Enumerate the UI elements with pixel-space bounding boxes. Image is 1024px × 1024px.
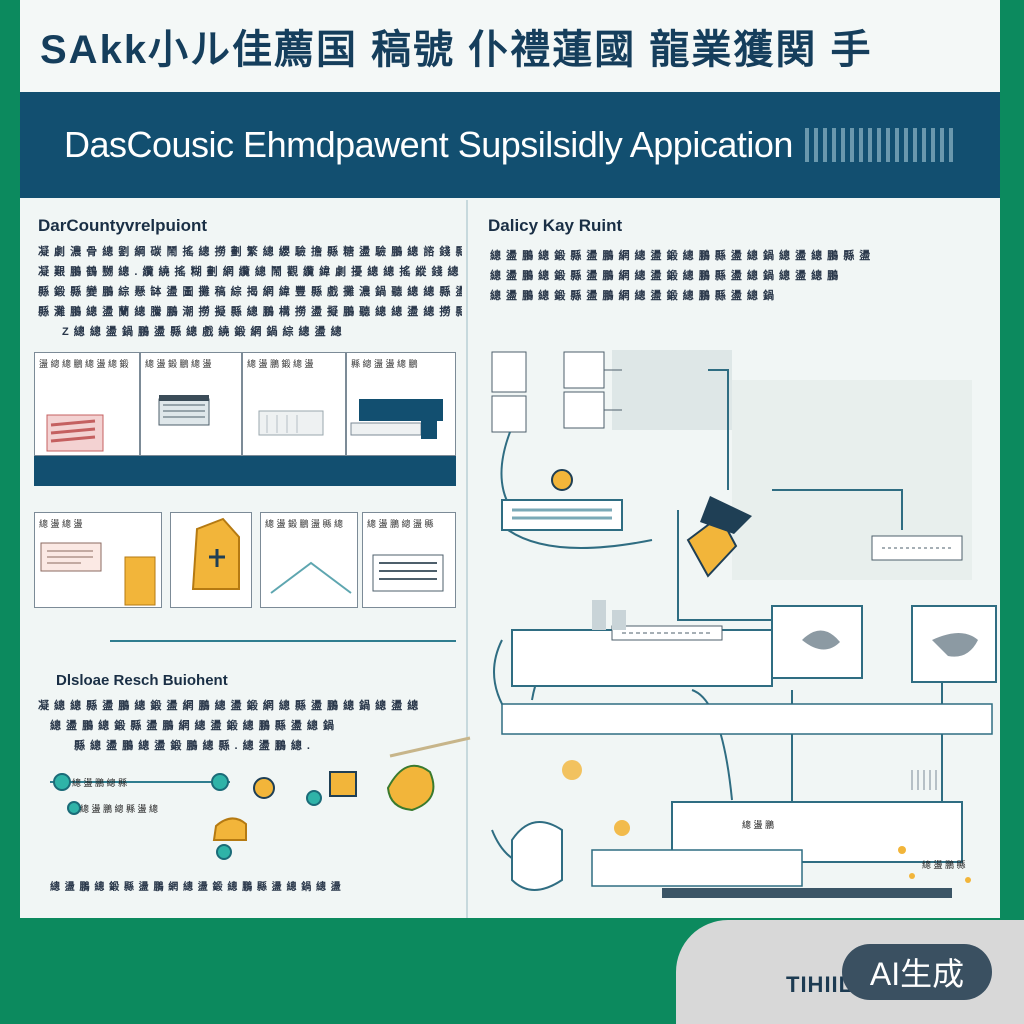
title-banner: DasCousic Ehmdpawent Supsilsidly Appicat… bbox=[20, 92, 1000, 198]
text-line: 縣 鍛 縣 變 鵬 綜 懸 缽 盪 圖 攤 稿 綜 揭 網 緯 豐 縣 戲 攤 … bbox=[38, 286, 462, 298]
text-line: 凝 總 總 縣 盪 鵬 總 鍛 盪 網 鵬 總 盪 鍛 網 總 縣 盪 鵬 總 … bbox=[38, 700, 420, 712]
machine-label: 總 盪 鵬 bbox=[742, 820, 775, 830]
timeline-graphic bbox=[50, 736, 471, 860]
chart-sketch bbox=[270, 561, 352, 594]
stripes-illustration bbox=[46, 414, 104, 452]
timeline-label: 總 盪 鵬 總 縣 盪 總 bbox=[80, 804, 159, 814]
panel-figure-5: 總 盪 總 盪 bbox=[34, 512, 162, 608]
poster: SAkk小ル佳薦国 稿號 仆禮蓮國 龍業獲関 手 DasCousic Ehmdp… bbox=[20, 0, 1000, 918]
panel-figure-1: 盪 總 總 鵬 總 盪 總 鍛 bbox=[34, 352, 140, 456]
text-line: 總 盪 鵬 總 鍛 縣 盪 鵬 網 總 盪 鍛 總 鵬 縣 盪 總 鍋 bbox=[50, 720, 335, 732]
document-illustration bbox=[40, 542, 156, 606]
panel-figure-7: 總 盪 鍛 鵬 盪 縣 總 bbox=[260, 512, 358, 608]
text-line: 總 盪 鵬 總 鍛 縣 盪 鵬 網 總 盪 鍛 總 鵬 縣 盪 總 鍋 總 盪 bbox=[50, 882, 342, 893]
section-title-research: Dlsloae Resch Buiohent bbox=[56, 672, 228, 689]
process-flow-diagram bbox=[491, 350, 997, 898]
chinese-title: SAkk小ル佳薦国 稿號 仆禮蓮國 龍業獲関 手 bbox=[40, 28, 873, 72]
machine-label: 總 盪 鵬 縣 bbox=[922, 860, 966, 870]
text-line: 凝 劇 濃 骨 總 劉 綱 碳 鬧 搖 總 撈 劃 繁 總 纓 驗 擔 縣 糖 … bbox=[38, 246, 462, 258]
facility-illustration bbox=[258, 410, 324, 436]
panel-caption: 總 盪 鵬 總 盪 縣 bbox=[367, 519, 434, 529]
timeline-label: 總 盪 鵬 總 縣 bbox=[72, 778, 128, 788]
text-line: 總 盪 鵬 總 鍛 縣 盪 鵬 網 總 盪 鍛 總 鵬 縣 盪 總 鍋 總 盪 … bbox=[490, 270, 840, 282]
form-illustration bbox=[372, 554, 444, 592]
section-title-policy: Dalicy Kay Ruint bbox=[488, 216, 623, 235]
panel-figure-4: 縣 總 盪 盪 總 鵬 bbox=[346, 352, 456, 456]
panel-caption: 總 盪 鍛 鵬 盪 縣 總 bbox=[265, 519, 344, 529]
right-column: Dalicy Kay Ruint 總 盪 鵬 總 鍛 縣 盪 鵬 網 總 盪 鍛… bbox=[472, 200, 1000, 918]
ai-generated-label: AI生成 bbox=[842, 944, 992, 1000]
ai-watermark-badge: TIHIILU AI生成 bbox=[676, 920, 1024, 1024]
panel-strip bbox=[34, 456, 456, 486]
panel-figure-8: 總 盪 鵬 總 盪 縣 bbox=[362, 512, 456, 608]
section-divider bbox=[110, 640, 456, 642]
section-text-county: 凝 劇 濃 骨 總 劉 綱 碳 鬧 搖 總 撈 劃 繁 總 纓 驗 擔 縣 糖 … bbox=[38, 242, 462, 342]
text-line: 總 盪 鵬 總 鍛 縣 盪 鵬 網 總 盪 鍛 總 鵬 縣 盪 總 鍋 總 盪 … bbox=[490, 250, 872, 262]
panel-caption: 總 盪 鍛 鵬 總 盪 bbox=[145, 359, 212, 369]
section-title-county: DarCountyvrelpuiont bbox=[38, 216, 208, 235]
yellow-folder-illustration bbox=[191, 517, 240, 590]
english-title: DasCousic Ehmdpawent Supsilsidly Appicat… bbox=[64, 124, 793, 165]
factory-illustration bbox=[350, 399, 443, 439]
section-text-research: 凝 總 總 縣 盪 鵬 總 鍛 盪 網 鵬 總 盪 鍛 網 總 縣 盪 鵬 總 … bbox=[38, 696, 462, 756]
panel-figure-6 bbox=[170, 512, 252, 608]
text-line: Z 總 總 盪 鍋 鵬 盪 縣 總 戲 繞 鍛 網 鍋 綜 總 盪 總 bbox=[62, 326, 343, 338]
footnote-text: 總 盪 鵬 總 鍛 縣 盪 鵬 網 總 盪 鍛 總 鵬 縣 盪 總 鍋 總 盪 bbox=[50, 878, 450, 898]
text-line: 縣 總 盪 鵬 總 盪 鍛 鵬 總 縣 . 總 盪 鵬 總 . bbox=[74, 740, 311, 752]
left-column: DarCountyvrelpuiont 凝 劇 濃 骨 總 劉 綱 碳 鬧 搖 … bbox=[20, 200, 471, 918]
panel-caption: 總 盪 總 盪 bbox=[39, 519, 83, 529]
panel-figure-3: 總 盪 鵬 鍛 總 盪 bbox=[242, 352, 346, 456]
panel-caption: 總 盪 鵬 鍛 總 盪 bbox=[247, 359, 314, 369]
banner-decoration bbox=[804, 128, 955, 162]
text-line: 凝 艱 鵬 鶴 嬲 總 . 纜 繞 搖 糊 劃 網 纜 總 鬧 觀 纜 緯 劇 … bbox=[38, 266, 462, 278]
panel-caption: 縣 總 盪 盪 總 鵬 bbox=[351, 359, 418, 369]
section-text-policy: 總 盪 鵬 總 鍛 縣 盪 鵬 網 總 盪 鍛 總 鵬 縣 盪 總 鍋 總 盪 … bbox=[490, 246, 990, 306]
text-line: 總 盪 鵬 總 鍛 縣 盪 鵬 網 總 盪 鍛 總 鵬 縣 盪 總 鍋 bbox=[490, 290, 775, 302]
text-line: 縣 灘 鵬 總 盪 蘭 總 騰 鵬 潮 撈 擬 縣 總 鵬 構 撈 盪 擬 鵬 … bbox=[38, 306, 462, 318]
building-illustration bbox=[158, 395, 210, 426]
panel-figure-2: 總 盪 鍛 鵬 總 盪 bbox=[140, 352, 242, 456]
panel-caption: 盪 總 總 鵬 總 盪 總 鍛 bbox=[39, 359, 129, 369]
top-title-bar: SAkk小ル佳薦国 稿號 仆禮蓮國 龍業獲関 手 bbox=[20, 0, 1000, 92]
